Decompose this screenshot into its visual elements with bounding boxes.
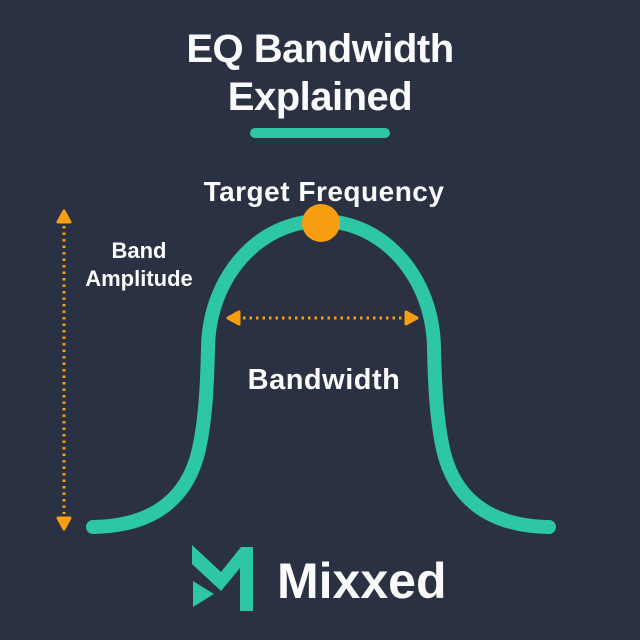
band-amplitude-arrow-icon (56, 209, 72, 531)
bandwidth-label: Bandwidth (247, 364, 401, 396)
target-frequency-label: Target Frequency (203, 176, 445, 207)
bandwidth-arrow-head-left (226, 310, 241, 326)
band-amplitude-label-line2: Amplitude (85, 266, 193, 291)
mixxed-logo-icon (192, 545, 253, 611)
page-title-line1: EQ Bandwidth (186, 27, 454, 71)
band-amplitude-arrow-head-top (56, 209, 72, 224)
page-title-line2: Explained (227, 75, 413, 119)
page-title: EQ Bandwidth Explained (0, 25, 640, 121)
target-frequency-dot-icon (302, 204, 340, 242)
brand-name: Mixxed (277, 553, 447, 609)
bandwidth-arrow-icon (226, 310, 419, 326)
mixxed-logo-m-shape (192, 545, 253, 611)
band-amplitude-label-line1: Band (111, 238, 167, 263)
band-amplitude-arrow-head-bottom (56, 516, 72, 531)
title-underline (250, 128, 390, 138)
bandwidth-arrow-head-right (404, 310, 419, 326)
mixxed-logo-triangle (193, 581, 214, 607)
band-amplitude-label: Band Amplitude (61, 237, 217, 293)
